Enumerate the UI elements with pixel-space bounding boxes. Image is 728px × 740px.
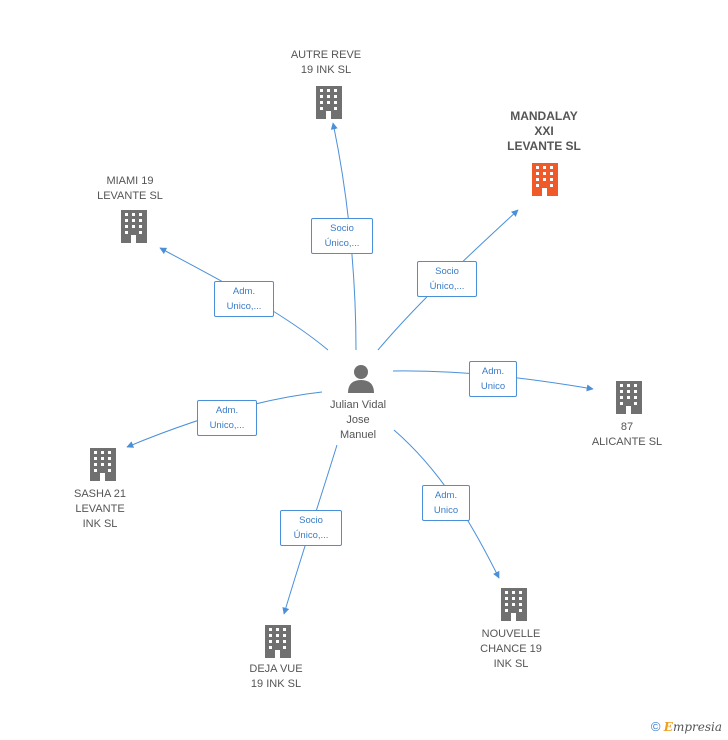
edge-label-deja-vue[interactable]: Socio Único,... bbox=[280, 510, 342, 546]
copyright-icon: © bbox=[650, 719, 661, 734]
building-icon[interactable] bbox=[118, 208, 150, 244]
building-icon-highlight[interactable] bbox=[529, 161, 561, 197]
building-icon[interactable] bbox=[498, 586, 530, 622]
edge-label-mandalay[interactable]: Socio Único,... bbox=[417, 261, 477, 297]
edge-label-sasha[interactable]: Adm. Unico,... bbox=[197, 400, 257, 436]
center-person-name[interactable]: Julian Vidal Jose Manuel bbox=[329, 399, 387, 441]
watermark: © Empresia bbox=[651, 719, 722, 734]
company-name-deja-vue[interactable]: DEJA VUE 19 INK SL bbox=[249, 663, 303, 690]
building-icon[interactable] bbox=[262, 623, 294, 659]
edge-label-nouvelle[interactable]: Adm. Unico bbox=[422, 485, 470, 521]
brand-logo: Empresia bbox=[663, 720, 722, 734]
company-name-miami[interactable]: MIAMI 19 LEVANTE SL bbox=[97, 175, 163, 202]
company-name-autre-reve[interactable]: AUTRE REVE 19 INK SL bbox=[290, 49, 362, 76]
building-icon[interactable] bbox=[313, 84, 345, 120]
company-name-nouvelle[interactable]: NOUVELLE CHANCE 19 INK SL bbox=[480, 628, 542, 670]
building-icon[interactable] bbox=[613, 379, 645, 415]
company-name-mandalay[interactable]: MANDALAY XXI LEVANTE SL bbox=[507, 109, 581, 153]
edge-label-autre-reve[interactable]: Socio Único,... bbox=[311, 218, 373, 254]
edge-label-alicante[interactable]: Adm. Unico bbox=[469, 361, 517, 397]
building-icon[interactable] bbox=[87, 446, 119, 482]
company-name-alicante[interactable]: 87 ALICANTE SL bbox=[591, 421, 663, 448]
edge-label-miami[interactable]: Adm. Unico,... bbox=[214, 281, 274, 317]
person-icon bbox=[348, 365, 374, 393]
company-name-sasha[interactable]: SASHA 21 LEVANTE INK SL bbox=[74, 488, 126, 530]
